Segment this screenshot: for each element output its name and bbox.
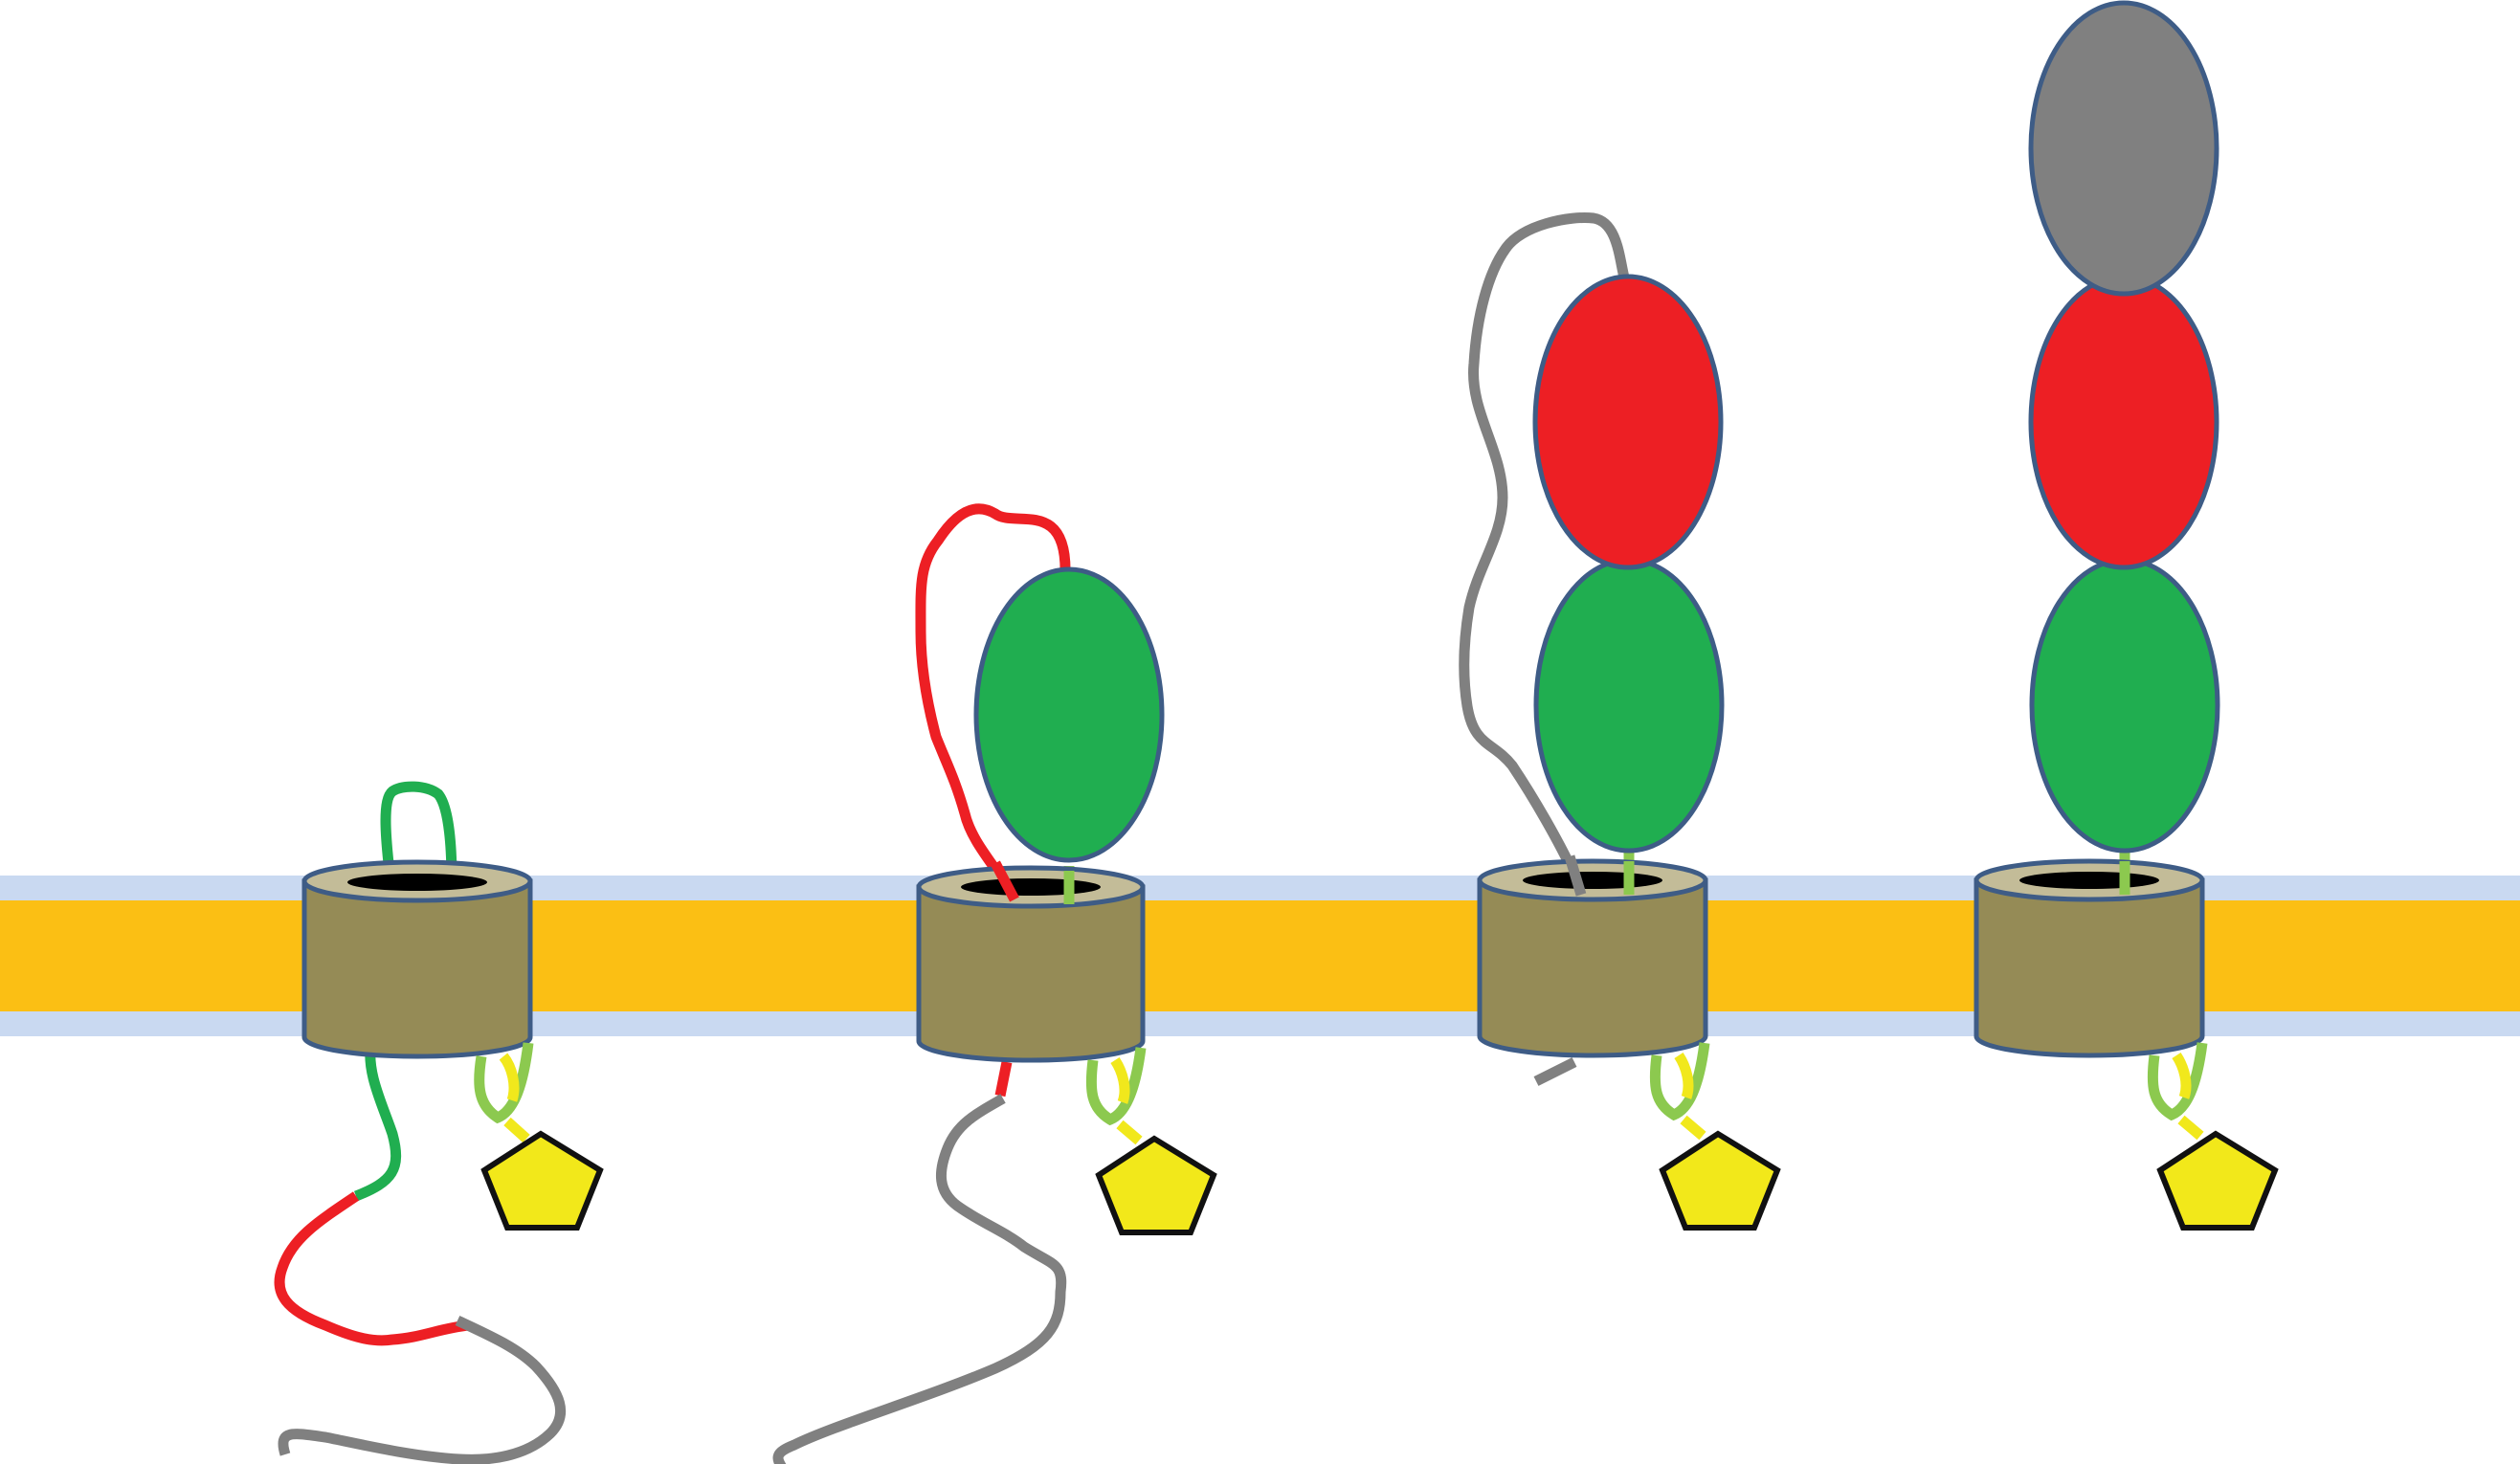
stub-yellow xyxy=(2172,1052,2192,1099)
stage-4 xyxy=(1974,0,2279,1231)
ligand-binding-site xyxy=(474,1042,604,1231)
protein-channel xyxy=(1974,858,2205,1058)
protein-channel xyxy=(301,859,533,1059)
folded-domain-green xyxy=(1533,557,1725,854)
stub-light-green xyxy=(2147,1042,2208,1121)
channel-pore xyxy=(347,874,487,891)
chain-segment-grey-tail xyxy=(772,1094,1067,1464)
stub-yellow-link xyxy=(1680,1115,1706,1141)
chain-and-domains xyxy=(772,503,1165,1464)
stub-yellow-link xyxy=(1116,1120,1143,1145)
chain-segment-red-loop xyxy=(915,503,1071,900)
chain-segment-grey xyxy=(278,1316,567,1464)
folded-domain-green xyxy=(973,566,1165,863)
stub-yellow xyxy=(1674,1052,1694,1099)
domains xyxy=(2028,0,2220,895)
folded-domain-grey xyxy=(2028,0,2219,297)
chain-segment-grey-loop xyxy=(1459,212,1630,888)
channel-body xyxy=(301,878,533,1059)
ligand-pentagon xyxy=(2156,1130,2279,1231)
chain-segment-green-tail xyxy=(353,1041,402,1202)
stub-yellow-link xyxy=(503,1117,530,1143)
channel-body xyxy=(1974,877,2205,1058)
ligand-binding-site xyxy=(1649,1042,1781,1231)
chain-segment-red xyxy=(274,1191,470,1346)
stub-light-green xyxy=(474,1042,534,1124)
channel-body xyxy=(916,884,1146,1063)
channel-pore xyxy=(1523,872,1662,889)
folded-domain-red xyxy=(1532,274,1724,570)
ligand-pentagon xyxy=(1659,1130,1781,1231)
channel-pore xyxy=(2019,872,2159,889)
stage-3 xyxy=(1459,212,1781,1231)
stage-2 xyxy=(772,503,1217,1464)
chain-and-domains xyxy=(1459,212,1725,1086)
protein-channel xyxy=(1477,854,1708,1058)
ligand-pentagon xyxy=(1095,1135,1217,1235)
stub-yellow-link xyxy=(2177,1115,2204,1141)
folded-domain-green xyxy=(2029,557,2220,854)
folded-domain-red xyxy=(2028,274,2219,570)
ligand-pentagon xyxy=(480,1130,604,1231)
chain-red-through-pore xyxy=(991,860,1019,902)
stub-light-green xyxy=(1085,1047,1147,1126)
stub-yellow xyxy=(1110,1056,1130,1104)
chain-grey-exit-tail xyxy=(1533,1057,1577,1086)
ligand-binding-site xyxy=(1085,1047,1217,1235)
stub-yellow xyxy=(499,1053,520,1102)
chain-segment-red-tail xyxy=(994,1060,1013,1098)
channel-body xyxy=(1477,877,1708,1058)
channel-pore xyxy=(961,878,1101,896)
chain-segment-green-loop xyxy=(380,781,457,883)
stage-1 xyxy=(274,781,604,1464)
unfolded-chain xyxy=(274,781,567,1464)
stub-light-green xyxy=(1649,1042,1710,1121)
chain-grey-through-pore xyxy=(1564,854,1587,897)
ligand-binding-site xyxy=(2147,1042,2279,1231)
protein-channel xyxy=(916,860,1146,1063)
